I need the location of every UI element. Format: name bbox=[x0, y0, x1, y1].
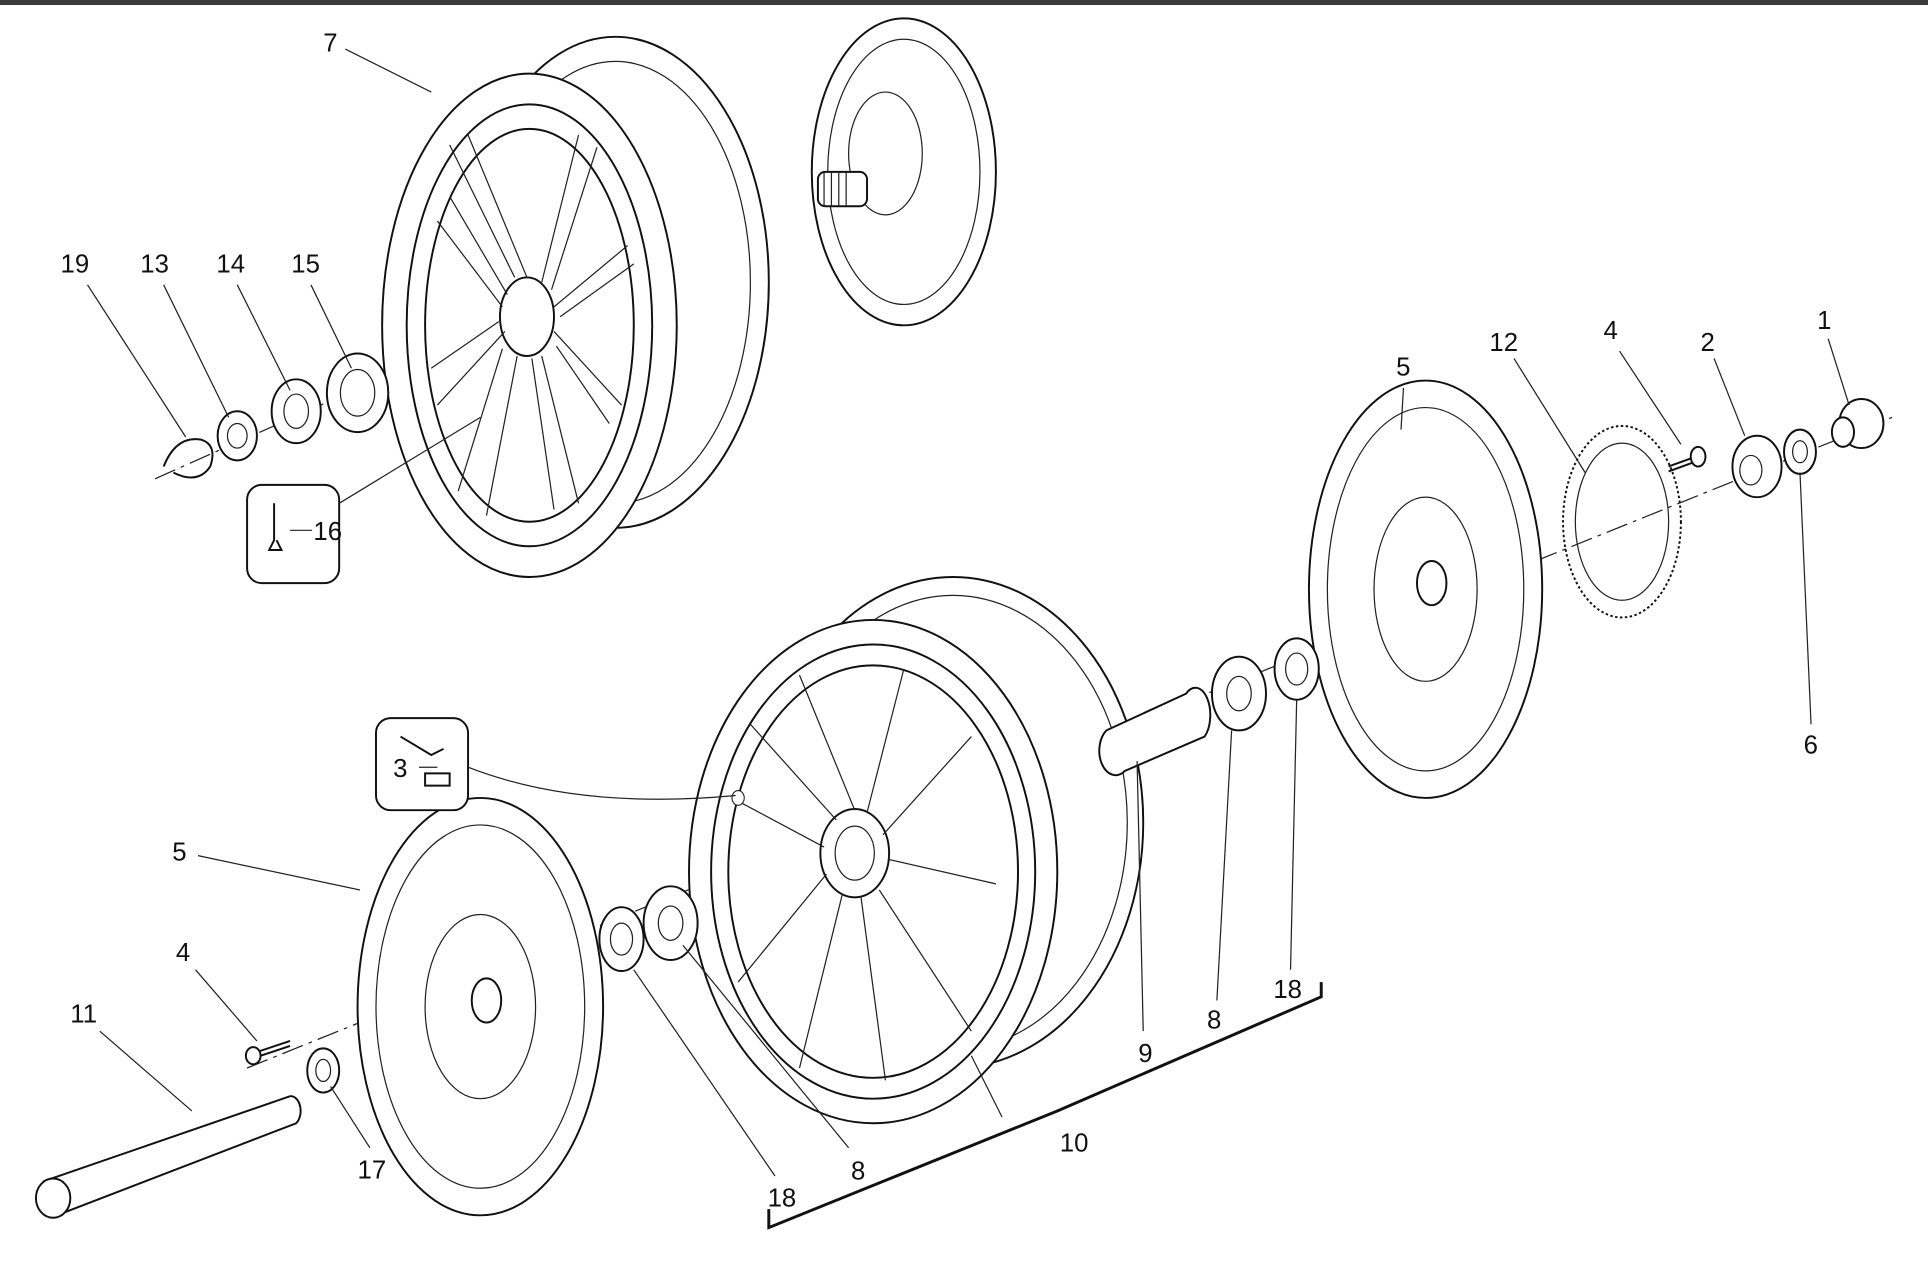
leader-lines bbox=[86, 48, 1850, 1230]
callout-18-left: 18 bbox=[768, 1185, 797, 1213]
callout-3: 3 bbox=[393, 755, 407, 783]
callout-15: 15 bbox=[291, 251, 320, 279]
front-right-disc bbox=[1307, 379, 1544, 799]
abs-tone-ring bbox=[1562, 424, 1682, 619]
rear-small-parts bbox=[162, 352, 481, 585]
callout-16: 16 bbox=[313, 518, 342, 546]
callout-11: 11 bbox=[70, 1001, 97, 1029]
callout-8-right: 8 bbox=[1207, 1007, 1221, 1035]
front-left-disc bbox=[356, 796, 605, 1217]
callout-14: 14 bbox=[216, 251, 245, 279]
top-border bbox=[0, 0, 1928, 5]
callout-5-right: 5 bbox=[1396, 354, 1410, 382]
callout-5-left: 5 bbox=[172, 839, 186, 867]
callout-4-left: 4 bbox=[176, 939, 190, 967]
callout-2: 2 bbox=[1701, 329, 1715, 357]
callout-6: 6 bbox=[1804, 732, 1818, 760]
callout-8-left: 8 bbox=[851, 1158, 865, 1186]
callout-9: 9 bbox=[1138, 1040, 1152, 1068]
callout-4-right: 4 bbox=[1604, 317, 1618, 345]
callouts: 7 19 13 14 15 16 5 12 4 2 1 6 3 5 4 11 1… bbox=[61, 30, 1832, 1213]
callout-1: 1 bbox=[1817, 307, 1831, 335]
front-left-small-parts bbox=[34, 717, 736, 1219]
callout-19: 19 bbox=[61, 251, 90, 279]
rear-brake-disc bbox=[810, 17, 997, 327]
front-wheel bbox=[688, 575, 1145, 1125]
callout-13: 13 bbox=[140, 251, 169, 279]
callout-18-right: 18 bbox=[1273, 976, 1302, 1004]
callout-12: 12 bbox=[1489, 329, 1518, 357]
front-right-small-parts bbox=[1098, 397, 1885, 777]
callout-10: 10 bbox=[1060, 1129, 1089, 1157]
callout-17: 17 bbox=[358, 1156, 387, 1184]
rear-wheel bbox=[381, 35, 770, 578]
callout-7: 7 bbox=[323, 30, 337, 58]
